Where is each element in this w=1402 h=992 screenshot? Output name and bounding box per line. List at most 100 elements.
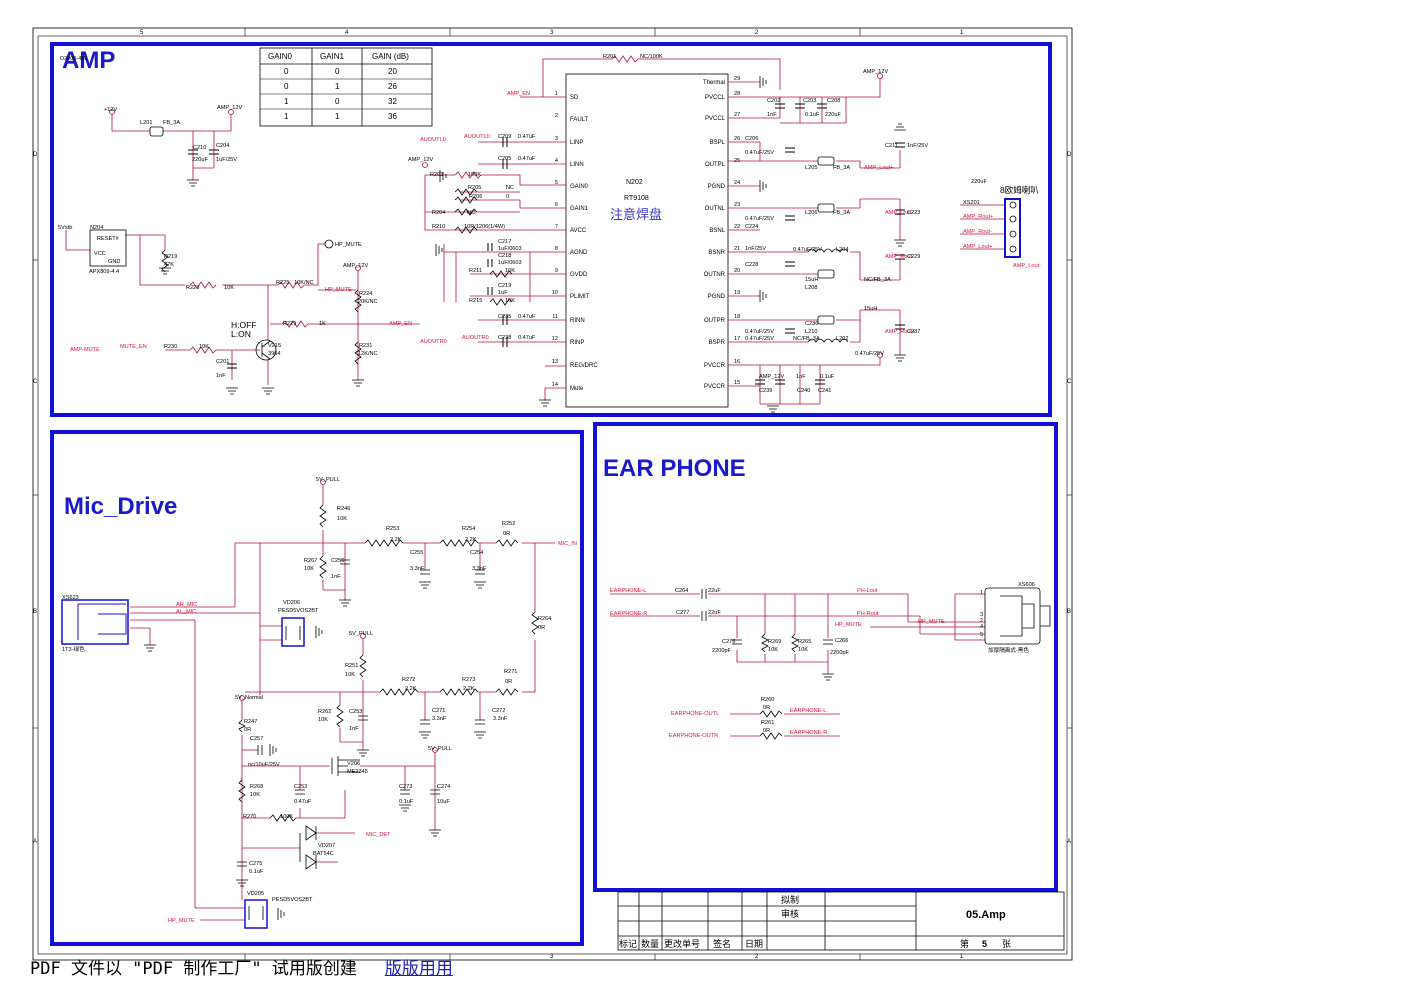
zone-letter: A — [33, 839, 37, 845]
amp-label: AUOUTL0 — [464, 134, 490, 140]
chip-pin-name: BSPR — [709, 340, 726, 346]
mic-label: R246 — [337, 506, 350, 512]
amp-label: 1nF — [767, 112, 777, 118]
amp-section-frame — [50, 42, 1052, 417]
amp-label: AMP_EN — [507, 91, 530, 97]
chip-pin-number: 14 — [552, 382, 558, 388]
ear-label: C264 — [675, 588, 688, 594]
zone-letter: B — [1067, 609, 1071, 615]
chip-right-pins: 29Thermal28PVCCL27PVCCL26BSPL25OUTPL24PG… — [703, 76, 740, 390]
chip-pin-number: 19 — [734, 290, 740, 296]
zone-letter: C — [33, 379, 38, 385]
amp-label: 220uF — [192, 157, 208, 163]
mic-label: R247 — [244, 719, 257, 725]
chip-pin-number: 17 — [734, 336, 740, 342]
amp-label: R229 — [283, 321, 296, 327]
amp-label: AMP_12V — [408, 157, 433, 163]
mic-label: 5V_PULL — [428, 746, 452, 752]
sheet-prefix: 第 — [960, 938, 969, 949]
mic-label: AR_MIC — [176, 602, 197, 608]
ear-label: 加厚隔离式-黑色 — [988, 646, 1029, 654]
amp-label: NC — [506, 185, 514, 191]
mic-label: C273 — [399, 784, 412, 790]
zone-letter: D — [1067, 152, 1072, 158]
mic-label: 1T3-绿色 — [62, 645, 85, 653]
amp-label: C209 — [498, 134, 511, 140]
amp-label: L210 — [805, 329, 817, 335]
amp-label: L205 — [805, 165, 817, 171]
mic-label: R273 — [462, 677, 475, 683]
ear-label: EARPHONE-OUTR — [669, 733, 718, 739]
amp-label: 1nF — [796, 374, 806, 380]
ear-label: EARPHONE-L — [790, 708, 826, 714]
amp-label: AMP_Rout- — [963, 229, 992, 235]
amp-label: AMP-MUTE — [70, 347, 100, 353]
chip-ref: N202 — [626, 179, 643, 186]
footer-link[interactable]: 版版用用 — [384, 959, 453, 979]
esd-vd206 — [281, 617, 305, 647]
amp-label: R211 — [469, 268, 482, 274]
mic-label: 0R — [505, 679, 512, 685]
speaker-connector-xs201 — [1004, 198, 1021, 258]
amp-label: C202 — [767, 98, 780, 104]
amp-label: C223 — [907, 210, 920, 216]
mic-label: 0R — [503, 531, 510, 537]
amp-label: L206 — [805, 210, 817, 216]
amp-label: AMP_12V — [759, 374, 784, 380]
mic-label: 2.2K — [463, 686, 475, 692]
zone-number: 1 — [960, 30, 964, 36]
gain-table: GAIN0 GAIN1 GAIN (dB) 0 0 20 0 1 26 1 0 … — [259, 47, 433, 127]
chip-pin-name: OUTPR — [704, 318, 726, 324]
amp-label: 0.47uF/25V — [745, 216, 774, 222]
amp-label: C203 — [803, 98, 816, 104]
resistor-symbols — [161, 188, 513, 365]
amp-label: NC/FB_3A — [793, 336, 820, 342]
zone-letter: D — [33, 152, 38, 158]
title-drawn-label: 拟制 — [781, 894, 799, 905]
mic-label: XS623 — [62, 595, 79, 601]
amp-label: C235 — [498, 314, 511, 320]
mic-label: 0R — [244, 727, 251, 733]
ear-label: R260 — [761, 697, 774, 703]
mic-label: MIC_IN — [558, 541, 577, 547]
ear-label: R265 — [798, 639, 811, 645]
amp-label: AUOUTR0 — [462, 335, 489, 341]
chip-pin-number: 4 — [555, 158, 558, 164]
mic-label: C255 — [410, 550, 423, 556]
jack-pin-number: 2 — [980, 618, 983, 624]
amp-label: C228 — [745, 262, 758, 268]
amp-label: NC/100K — [640, 54, 663, 60]
chip-pin-number: 7 — [555, 224, 558, 230]
mic-label: R253 — [386, 526, 399, 532]
chip-note: 注意焊盘 — [610, 207, 662, 222]
chip-pin-number: 13 — [552, 359, 558, 365]
ear-label: C266 — [835, 638, 848, 644]
zone-letter: A — [1067, 839, 1071, 845]
mic-label: 10K — [337, 516, 347, 522]
amp-label: AMP_12V — [343, 263, 368, 269]
ear-label: EARPHONE-L — [610, 588, 646, 594]
amp-label: 8欧姆喇叭 — [1000, 185, 1039, 195]
mic-label: C274 — [437, 784, 450, 790]
amp-label: R231 — [359, 343, 372, 349]
mic-label: 10K — [250, 792, 260, 798]
chip-pin-number: 22 — [734, 224, 740, 230]
ear-label: R269 — [768, 639, 781, 645]
title-col-sign: 签名 — [713, 938, 731, 949]
mic-label: C253 — [349, 709, 362, 715]
amp-label: FB_3A — [833, 165, 850, 171]
mic-components — [237, 504, 539, 870]
gain-table-cell: 20 — [388, 67, 397, 76]
chip-pin-name: AGND — [570, 250, 588, 256]
mic-label: AL_MIC — [176, 609, 196, 615]
amp-label: AUOUTL0 — [420, 137, 446, 143]
zone-number: 1 — [960, 954, 964, 960]
chip-pin-name: PVCCR — [704, 363, 726, 369]
chip-pin-name: Thermal — [703, 80, 725, 86]
chip-pin-number: 21 — [734, 246, 740, 252]
chip-pin-name: LINP — [570, 140, 583, 146]
chip-pin-name: REG/DRC — [570, 363, 598, 369]
mic-label: C252 — [294, 784, 307, 790]
amp-label: C237 — [907, 329, 920, 335]
amp-label: 220uF — [825, 112, 841, 118]
